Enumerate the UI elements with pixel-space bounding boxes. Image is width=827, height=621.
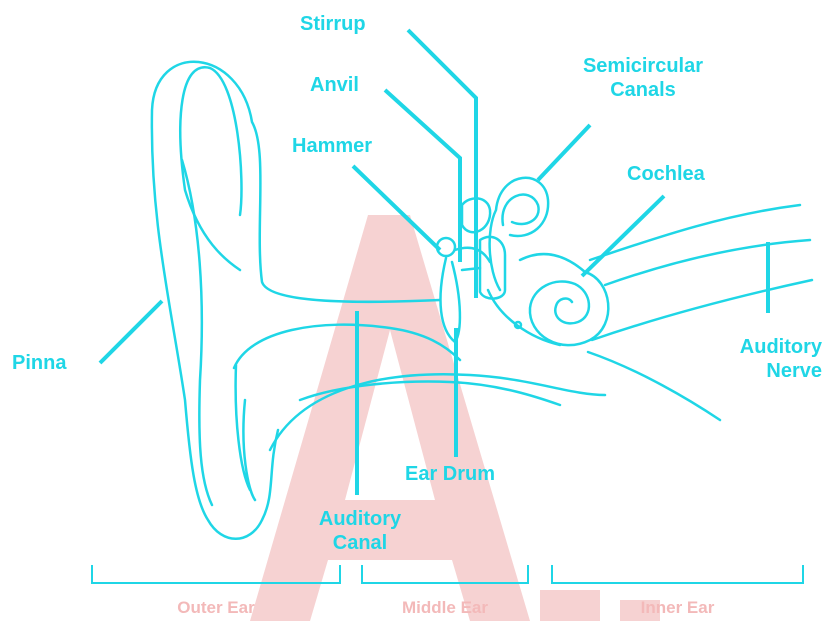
inner-ear-label: Inner Ear	[552, 598, 803, 618]
auditory-canal-label: Auditory Canal	[295, 507, 425, 555]
auditory-nerve-label: Auditory Nerve	[690, 335, 822, 383]
stirrup-label: Stirrup	[300, 12, 366, 36]
pinna-inner-fold	[180, 67, 241, 270]
cochlea-label: Cochlea	[627, 162, 705, 186]
pinna-antihelix	[182, 160, 212, 505]
anvil-label: Anvil	[310, 73, 359, 97]
ear-drum-label: Ear Drum	[405, 462, 495, 486]
outer-ear-label: Outer Ear	[92, 598, 340, 618]
semicircular-pointer	[538, 125, 590, 180]
middle-ear-label: Middle Ear	[362, 598, 528, 618]
hammer-label: Hammer	[292, 134, 372, 158]
inner-ear-bracket	[552, 565, 803, 583]
cochlea-pointer	[582, 196, 664, 276]
semicircular-canals-label: Semicircular Canals	[548, 54, 738, 102]
pinna-label: Pinna	[12, 351, 66, 375]
pinna-pointer	[100, 301, 162, 363]
cochlea-spiral	[530, 272, 608, 345]
semicircular-canals-shape	[490, 178, 549, 290]
region-brackets	[92, 565, 803, 583]
pinna-concha	[236, 365, 255, 500]
